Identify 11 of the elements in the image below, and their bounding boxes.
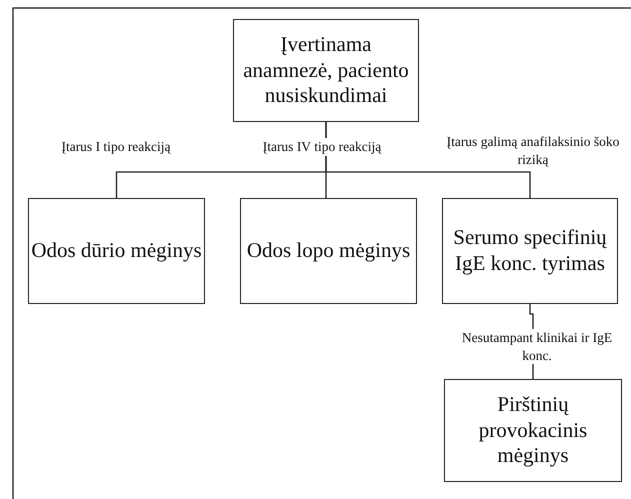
box-text: Pirštinių provokacinis mėginys	[478, 392, 588, 469]
box-text: Įvertinama anamnezė, paciento nusiskundimai	[242, 32, 410, 109]
process-box	[240, 198, 417, 304]
box-text: Serumo specifinių IgE konc. tyrimas	[452, 225, 608, 277]
process-box	[233, 19, 419, 122]
box-text: Odos dūrio mėginys	[31, 238, 202, 264]
box-text: Odos lopo mėginys	[246, 238, 410, 264]
process-box	[28, 198, 205, 304]
process-box	[444, 379, 622, 482]
process-box	[442, 198, 618, 304]
connector-line	[325, 122, 531, 198]
